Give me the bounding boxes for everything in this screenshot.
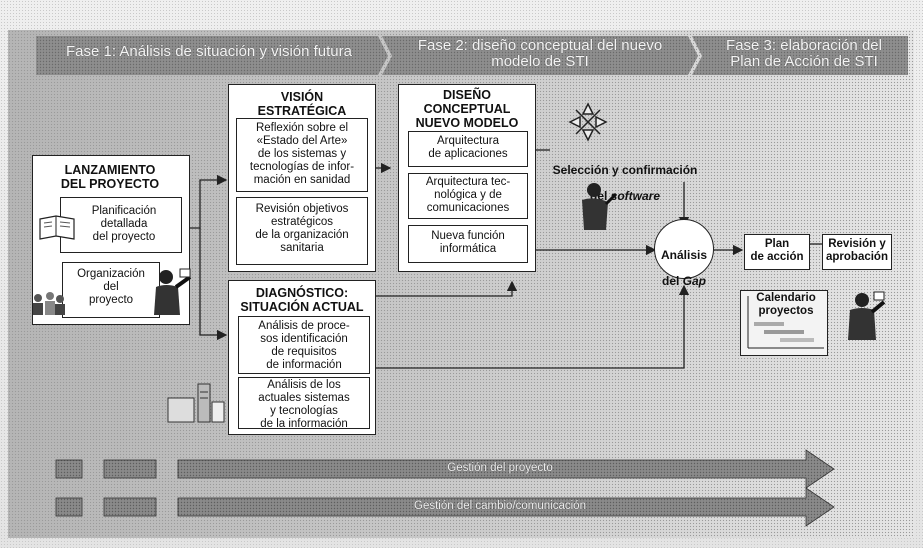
bar1-label: Gestión del proyecto xyxy=(300,462,700,474)
bar2-label: Gestión del cambio/comunicación xyxy=(300,500,700,512)
